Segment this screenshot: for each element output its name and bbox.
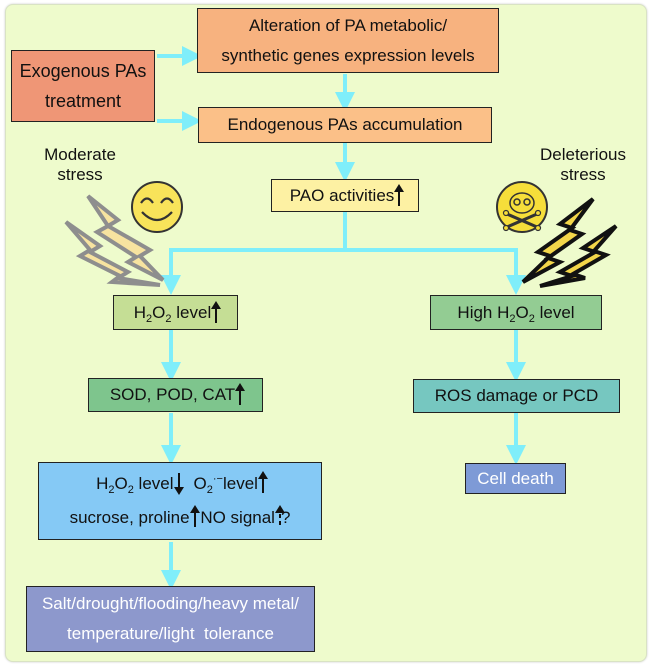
alteration-line1: Alteration of PA metabolic/ <box>248 15 448 35</box>
pao-label: PAO activities <box>289 185 395 205</box>
antioxidant-enzymes-node: SOD, POD, CAT <box>88 378 263 412</box>
alteration-node: Alteration of PA metabolic/ synthetic ge… <box>197 8 499 73</box>
up-arrow-icon <box>394 183 405 206</box>
exogenous-line2: treatment <box>44 91 122 111</box>
up-arrow-icon <box>189 505 200 527</box>
dashed-up-arrow-icon <box>274 505 285 527</box>
cell-death-node: Cell death <box>465 463 566 494</box>
down-arrow-icon <box>173 473 184 495</box>
endogenous-accumulation-node: Endogenous PAs accumulation <box>198 107 492 143</box>
h2o2-decrease-label: H2O2 level <box>96 474 174 496</box>
moderate-line2: stress <box>57 165 103 184</box>
effects-row-2: sucrose, proline NO signal? <box>69 501 291 535</box>
tolerance-line1: Salt/drought/flooding/heavy metal/ <box>41 594 300 613</box>
deleterious-stress-label: Deleterious stress <box>528 145 638 185</box>
up-arrow-icon <box>211 300 222 323</box>
question-mark: ? <box>280 508 291 527</box>
smiley-face-icon <box>131 181 183 233</box>
superoxide-label: O2·−level <box>193 473 258 496</box>
lightning-moderate-icon <box>64 194 165 287</box>
arrow-branch-to-high-h2o2 <box>345 248 526 295</box>
high-h2o2-level-node: High H2O2 level <box>430 295 602 330</box>
alteration-line2: synthetic genes expression levels <box>221 45 475 65</box>
high-h2o2-label: High H2O2 level <box>457 302 575 325</box>
pao-activities-node: PAO activities <box>271 179 419 212</box>
no-signal-label: NO signal <box>200 508 275 527</box>
effects-node: H2O2 level O2·−level sucrose, proline NO … <box>38 462 322 540</box>
ros-damage-node: ROS damage or PCD <box>413 379 620 413</box>
moderate-stress-label: Moderate stress <box>30 145 130 185</box>
up-arrow-icon <box>235 383 246 405</box>
h2o2-label: H2O2 level <box>133 302 212 325</box>
ros-label: ROS damage or PCD <box>434 386 599 405</box>
exogenous-line1: Exogenous PAs <box>19 61 147 81</box>
skull-crossbones-icon <box>496 181 548 233</box>
tolerance-line2: temperature/light tolerance <box>67 624 274 643</box>
sod-label: SOD, POD, CAT <box>109 385 236 404</box>
stress-tolerance-node: Salt/drought/flooding/heavy metal/ tempe… <box>26 586 315 652</box>
lightning-deleterious-icon <box>521 197 618 288</box>
moderate-line1: Moderate <box>44 145 116 164</box>
h2o2-level-node: H2O2 level <box>113 295 238 330</box>
sucrose-proline-label: sucrose, proline <box>69 508 190 527</box>
endogenous-label: Endogenous PAs accumulation <box>227 115 463 134</box>
up-arrow-icon <box>257 471 268 493</box>
cell-death-label: Cell death <box>477 468 554 488</box>
deleterious-line2: stress <box>560 165 606 184</box>
deleterious-line1: Deleterious <box>540 145 626 164</box>
exogenous-pas-node: Exogenous PAs treatment <box>11 50 155 122</box>
effects-row-1: H2O2 level O2·−level <box>96 467 268 501</box>
arrow-branch-to-h2o2 <box>161 248 345 295</box>
